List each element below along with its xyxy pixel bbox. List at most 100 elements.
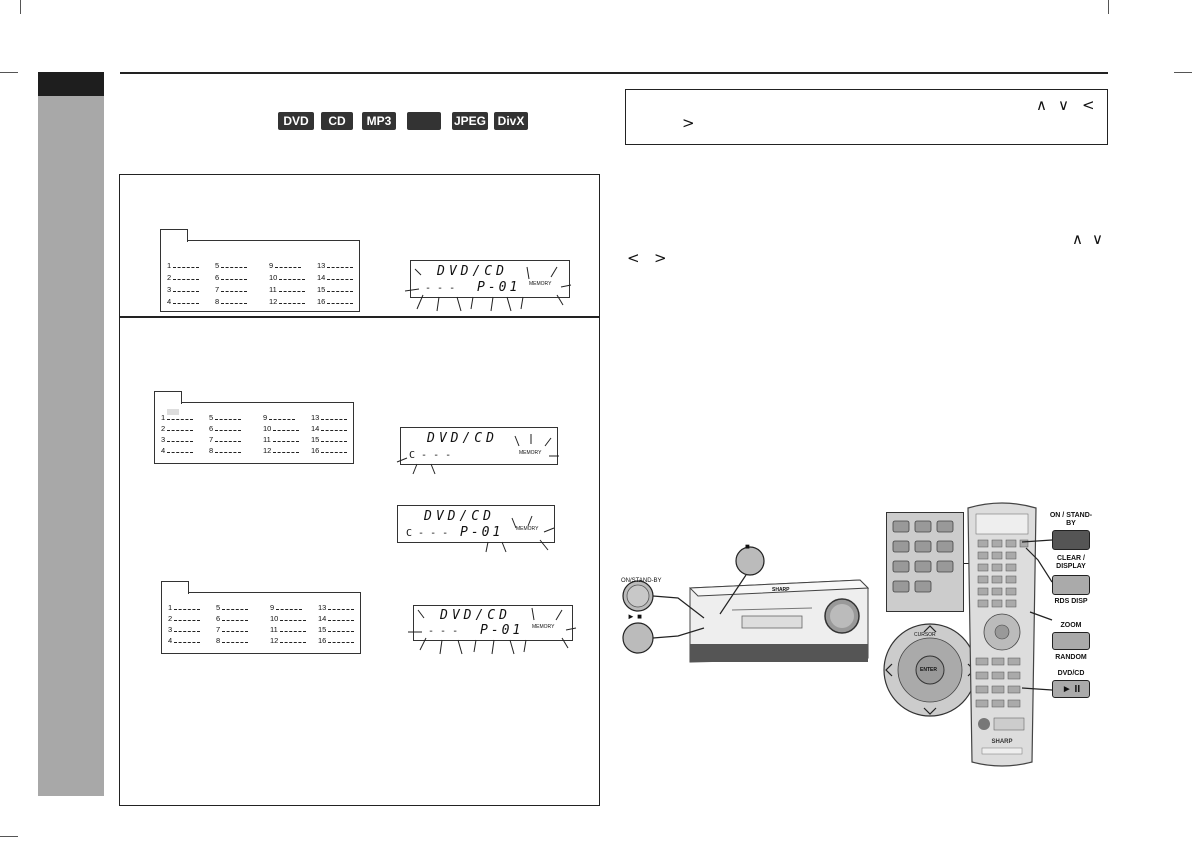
memory-slot-number: 1 xyxy=(167,261,172,270)
memory-slot-number: 11 xyxy=(269,285,277,294)
memory-slot: 12 xyxy=(263,446,300,455)
memory-slot: 3 xyxy=(167,285,200,294)
memory-slot-blank xyxy=(328,614,355,621)
memory-slot: 6 xyxy=(216,614,249,623)
crop-mark xyxy=(0,72,18,73)
zoom-label: ZOOM xyxy=(1060,622,1082,629)
memory-slot-number: 3 xyxy=(168,625,173,634)
memory-slot: 8 xyxy=(216,636,249,645)
memory-slot-number: 3 xyxy=(167,285,172,294)
badge-cd: CD xyxy=(321,112,353,130)
lcd-rays xyxy=(408,607,577,655)
lcd-memory-indicator: MEMORY xyxy=(532,624,555,630)
memory-slot-blank xyxy=(222,636,249,643)
memory-slot-number: 15 xyxy=(318,625,327,634)
memory-slot: 4 xyxy=(167,297,200,306)
side-index-bar xyxy=(38,72,104,796)
memory-slot-blank xyxy=(173,285,200,292)
memory-slot-blank xyxy=(167,435,194,442)
memory-slot: 2 xyxy=(161,424,194,433)
memory-slot: 6 xyxy=(215,273,248,282)
memory-slot-number: 8 xyxy=(216,636,221,645)
memory-slot: 15 xyxy=(311,435,348,444)
memory-slot: 16 xyxy=(311,446,348,455)
memory-slot-blank xyxy=(328,636,355,643)
memory-slot-blank xyxy=(174,614,201,621)
memory-slot-blank xyxy=(222,614,249,621)
memory-slot-blank xyxy=(280,614,307,621)
lcd-track-dashes: C - - - xyxy=(409,450,452,461)
unit-play-label: ► ■ xyxy=(627,612,642,621)
dvd-cd-label: DVD/CD xyxy=(1057,670,1085,677)
memory-slot-number: 16 xyxy=(318,636,327,645)
unit-on-standby-label: ON/STAND-BY xyxy=(621,578,662,584)
memory-slot-number: 2 xyxy=(167,273,172,282)
memory-slot: 5 xyxy=(216,603,249,612)
memory-slot-number: 12 xyxy=(270,636,279,645)
memory-slot-blank xyxy=(279,625,306,632)
memory-slot-blank xyxy=(221,297,248,304)
memory-slot-number: 4 xyxy=(168,636,173,645)
memory-slot: 13 xyxy=(318,603,355,612)
memory-slot-number: 1 xyxy=(161,413,166,422)
memory-slot-blank xyxy=(269,413,296,420)
memory-slot: 3 xyxy=(161,435,194,444)
random-label: RANDOM xyxy=(1055,654,1087,661)
memory-slot: 14 xyxy=(311,424,348,433)
memory-slot: 4 xyxy=(168,636,201,645)
memory-slot: 7 xyxy=(216,625,249,634)
lcd-source-text: DVD/CD xyxy=(427,431,498,446)
memory-slot-number: 4 xyxy=(161,446,166,455)
memory-slot: 9 xyxy=(270,603,303,612)
memory-slot: 2 xyxy=(167,273,200,282)
memory-table-tab xyxy=(161,581,189,594)
memory-slot-highlight xyxy=(167,409,179,415)
lcd-source-text: DVD/CD xyxy=(424,509,495,524)
memory-slot-blank xyxy=(275,261,302,268)
up-arrow-icon: ∧ xyxy=(1072,230,1083,248)
memory-slot-number: 16 xyxy=(311,446,320,455)
memory-slot-blank xyxy=(174,625,201,632)
enter-label: ENTER xyxy=(920,667,937,673)
on-standby-button xyxy=(1052,530,1090,550)
zoom-button xyxy=(1052,632,1090,650)
lcd-track-dashes: C - - - xyxy=(406,528,449,539)
left-arrow-icon: < xyxy=(1082,96,1095,114)
cursor-pad xyxy=(883,623,977,717)
memory-slot-number: 11 xyxy=(263,435,271,444)
rds-disp-label: RDS DISP xyxy=(1054,598,1088,605)
lcd-program-text: P-01 xyxy=(460,525,504,540)
memory-slot-number: 2 xyxy=(168,614,173,623)
memory-slot-number: 5 xyxy=(209,413,214,422)
memory-slot: 1 xyxy=(168,603,201,612)
memory-slot-number: 13 xyxy=(318,603,327,612)
memory-slot: 9 xyxy=(269,261,302,270)
memory-slot-number: 15 xyxy=(311,435,320,444)
play-pause-button: ► II xyxy=(1052,680,1090,698)
memory-slot-number: 15 xyxy=(317,285,326,294)
cursor-note-box: ∧ ∨ < > xyxy=(625,89,1108,145)
memory-slot-blank xyxy=(273,424,300,431)
down-arrow-icon: ∨ xyxy=(1058,96,1069,114)
memory-slot-number: 5 xyxy=(215,261,220,270)
memory-slot-number: 14 xyxy=(311,424,320,433)
memory-slot: 14 xyxy=(318,614,355,623)
unit-brand-label: SHARP xyxy=(772,587,790,593)
memory-slot-number: 1 xyxy=(168,603,173,612)
memory-slot: 11 xyxy=(269,285,305,294)
memory-slot-blank xyxy=(173,297,200,304)
memory-slot: 1 xyxy=(167,261,200,270)
format-badges: DVD CD MP3 JPEG DivX xyxy=(278,0,538,140)
memory-slot: 7 xyxy=(209,435,242,444)
procedure-divider xyxy=(119,316,600,318)
remote-brand: SHARP xyxy=(991,739,1012,745)
memory-slot-blank xyxy=(280,636,307,643)
memory-slot-number: 8 xyxy=(209,446,214,455)
memory-slot-blank xyxy=(276,603,303,610)
memory-slot-blank xyxy=(279,297,306,304)
badge-mp3: MP3 xyxy=(362,112,396,130)
memory-slot-blank xyxy=(215,424,242,431)
